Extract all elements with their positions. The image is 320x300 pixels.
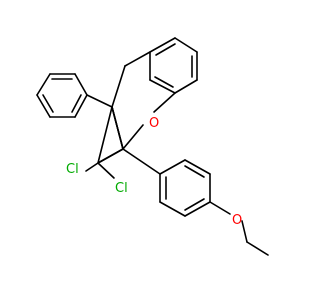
fused-benzene-ring	[149, 37, 198, 94]
chroman-core-bonds	[86, 51, 176, 150]
structure-diagram: O Cl Cl O	[36, 37, 269, 256]
molecule-canvas: O Cl Cl O	[36, 37, 269, 256]
ethoxy-chain	[209, 201, 269, 256]
ethoxyphenyl-ring	[122, 148, 211, 217]
cyclopropane-ring	[97, 106, 124, 164]
chlorine-atom-label-1: Cl	[66, 162, 79, 177]
chlorine-atom-label-2: Cl	[115, 181, 128, 196]
chlorine-bonds	[85, 162, 115, 179]
phenyl-ring	[36, 73, 88, 118]
oxygen-atom-label: O	[149, 116, 159, 131]
ether-oxygen-atom-label: O	[232, 213, 242, 228]
